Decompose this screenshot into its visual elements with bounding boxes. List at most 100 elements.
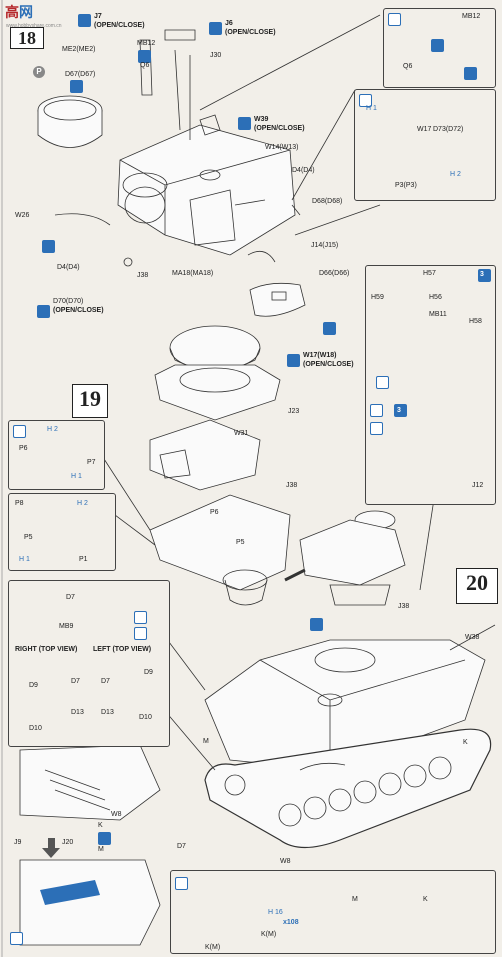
part-label: K(M)	[261, 931, 277, 938]
part-label: J14(J15)	[311, 242, 339, 249]
part-label: W8	[111, 811, 122, 818]
inset-hatch: H 1 W17 D73(D72) H 2 P3(P3)	[354, 89, 496, 201]
part-label: H57	[423, 270, 436, 277]
part-label: P1	[79, 556, 88, 563]
part-label: D4(D4)	[57, 264, 80, 271]
part-label: M	[98, 846, 104, 853]
part-label: D7	[177, 843, 186, 850]
part-label: D70(D70)	[53, 298, 84, 305]
hole-count: H 2	[450, 171, 461, 178]
cement-icon	[37, 305, 50, 318]
part-label: P5	[236, 539, 245, 546]
inset-p8-p5-p1: P8 H 2 P5 P1 H 1	[8, 493, 116, 571]
quantity-label: x108	[283, 919, 299, 926]
cement-icon	[70, 80, 83, 93]
part-note: (OPEN/CLOSE)	[53, 307, 104, 314]
part-label: D67(D67)	[65, 71, 96, 78]
part-label: Q6	[140, 62, 150, 69]
part-label: J9	[14, 839, 22, 846]
part-label: D7	[66, 594, 75, 601]
tool-icon	[370, 404, 383, 417]
tool-icon	[359, 94, 372, 107]
part-label: W14(W13)	[265, 144, 299, 151]
tool-icon	[388, 13, 401, 26]
view-label: LEFT (TOP VIEW)	[93, 646, 152, 653]
hole-count: H 16	[268, 909, 283, 916]
part-label: K	[98, 822, 103, 829]
decal-icon	[376, 376, 389, 389]
part-label: M	[203, 738, 209, 745]
part-label: W39	[254, 116, 269, 123]
decal-icon	[323, 322, 336, 335]
part-label: K(M)	[205, 944, 221, 951]
part-note: (OPEN/CLOSE)	[94, 22, 145, 29]
step-number-18: 18	[10, 27, 44, 49]
part-label: J20	[62, 839, 74, 846]
part-label: P8	[15, 500, 24, 507]
inset-p6-p7: H 2 P6 P7 H 1	[8, 420, 105, 490]
part-label: K	[463, 739, 468, 746]
cement-icon	[138, 50, 151, 63]
part-label: D7	[71, 678, 80, 685]
part-label: ME2(ME2)	[62, 46, 96, 53]
part-label: J7	[94, 13, 102, 20]
part-label: J6	[225, 20, 233, 27]
part-label: J30	[210, 52, 222, 59]
part-label: D68(D68)	[312, 198, 343, 205]
inset-track-links: H 16 x108 K(M) K(M) M K	[170, 870, 496, 954]
part-label: W17	[417, 126, 432, 133]
part-label: J38	[137, 272, 149, 279]
quantity-label: 3	[397, 407, 401, 414]
part-label: D9	[144, 669, 153, 676]
part-label: D7	[101, 678, 110, 685]
step-number-19: 19	[72, 384, 108, 418]
decal-icon	[134, 627, 147, 640]
part-label: J23	[288, 408, 300, 415]
part-label: W31	[234, 430, 249, 437]
decal-icon	[310, 618, 323, 631]
hole-count: H 2	[47, 426, 58, 433]
watermark-url: www.hobbyshare.com.cn	[6, 23, 62, 29]
part-label: D73(D72)	[433, 126, 464, 133]
step-number-20: 20	[456, 568, 498, 604]
part-label: P3(P3)	[395, 182, 417, 189]
part-label: D9	[29, 682, 38, 689]
part-label: D13	[71, 709, 84, 716]
cement-icon	[431, 39, 444, 52]
part-label: P5	[24, 534, 33, 541]
part-label: J38	[398, 603, 410, 610]
part-note: (OPEN/CLOSE)	[225, 29, 276, 36]
part-note: (OPEN/CLOSE)	[303, 361, 354, 368]
part-label: W8	[280, 858, 291, 865]
part-label: D66(D66)	[319, 270, 350, 277]
hole-count: H 2	[77, 500, 88, 507]
view-label: RIGHT (TOP VIEW)	[15, 646, 78, 653]
part-label: H59	[371, 294, 384, 301]
part-label: H58	[469, 318, 482, 325]
cement-icon	[370, 422, 383, 435]
part-label: D13	[101, 709, 114, 716]
inset-q6-mb12: Q6 MB12	[383, 8, 496, 88]
hole-count: H 1	[71, 473, 82, 480]
part-label: W17(W18)	[303, 352, 337, 359]
part-label: W38	[465, 634, 480, 641]
inset-track-guides: D7 MB9 RIGHT (TOP VIEW) LEFT (TOP VIEW) …	[8, 580, 170, 747]
part-label: J38	[286, 482, 298, 489]
cement-icon	[98, 832, 111, 845]
tool-icon	[13, 425, 26, 438]
part-label: D4(D4)	[292, 167, 315, 174]
quantity-icon	[394, 404, 407, 417]
part-label: Q6	[403, 63, 413, 70]
part-label: J12	[472, 482, 484, 489]
watermark-logo: 高网	[5, 5, 33, 21]
part-label: W26	[15, 212, 30, 219]
part-label: P7	[87, 459, 96, 466]
part-label: P6	[210, 509, 219, 516]
part-label: MB12	[462, 13, 481, 20]
part-label: MB12	[137, 40, 156, 47]
part-label: P6	[19, 445, 28, 452]
hole-count: H 1	[366, 105, 377, 112]
cement-icon	[464, 67, 477, 80]
part-label: D10	[139, 714, 152, 721]
cement-icon	[287, 354, 300, 367]
